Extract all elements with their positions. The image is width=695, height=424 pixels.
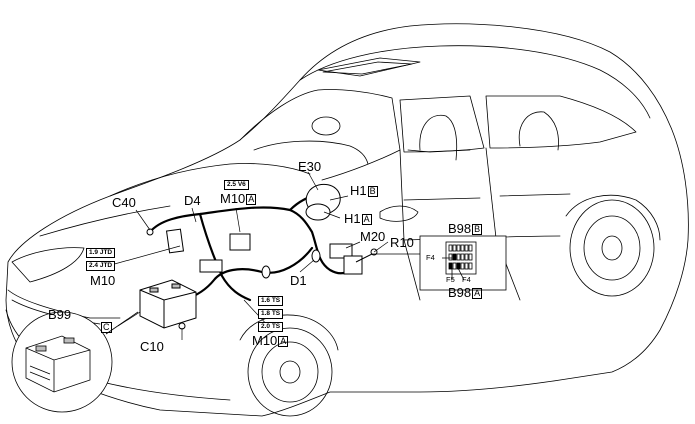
harness-branch-engine (198, 212, 252, 302)
m10-a-module (229, 233, 251, 251)
b99-inset (11, 311, 139, 413)
grille (7, 289, 121, 319)
m10-connector (199, 259, 223, 273)
seat-front (419, 114, 458, 161)
headlight (11, 247, 85, 283)
harness-main (148, 206, 362, 275)
r10-unit (343, 255, 363, 275)
hood (109, 163, 311, 197)
front-wheel (247, 327, 333, 417)
label-c40: C40 (112, 195, 136, 210)
fuse-label-f4-left: F4 (426, 253, 435, 262)
gearbox-connector (261, 265, 271, 279)
label-b99-c: C (101, 322, 112, 333)
label-m20: M20 (360, 229, 386, 244)
label-b99: B99 (48, 307, 72, 322)
label-r10: R10 (390, 235, 414, 250)
label-c10: C10 (140, 339, 164, 354)
label-e30: E30 (298, 159, 322, 174)
dashboard (253, 140, 369, 165)
steering-wheel (311, 116, 341, 136)
fuse-box-b98 (419, 235, 507, 291)
fuse-label-f4-bottom: F4 (462, 275, 471, 284)
tag-1-9-jtd: 1.9 JTD (86, 248, 116, 258)
side-mirror (379, 205, 419, 222)
sunroof (317, 57, 421, 77)
label-d1: D1 (290, 273, 307, 288)
c40-connector (146, 228, 154, 236)
d4-module (165, 228, 185, 254)
windshield (239, 89, 401, 181)
tag-1-8-ts: 1.8 TS (258, 309, 284, 319)
car-roof (299, 45, 651, 119)
front-door-window (399, 95, 485, 153)
tag-1-6-ts: 1.6 TS (258, 296, 284, 306)
tag-2-4-jtd: 2.4 JTD (86, 261, 116, 271)
battery (139, 279, 197, 329)
seat-rear (518, 111, 559, 151)
tag-2-5-v6: 2.5 V6 (224, 180, 249, 190)
label-m10-left: M10 (90, 273, 116, 288)
tag-2-0-ts: 2.0 TS (258, 322, 284, 332)
fuse-label-f5: F5 (446, 275, 455, 284)
label-d4: D4 (184, 193, 201, 208)
rear-wheel (569, 199, 655, 297)
d1-connector (311, 249, 321, 263)
rear-door-window (485, 95, 637, 149)
